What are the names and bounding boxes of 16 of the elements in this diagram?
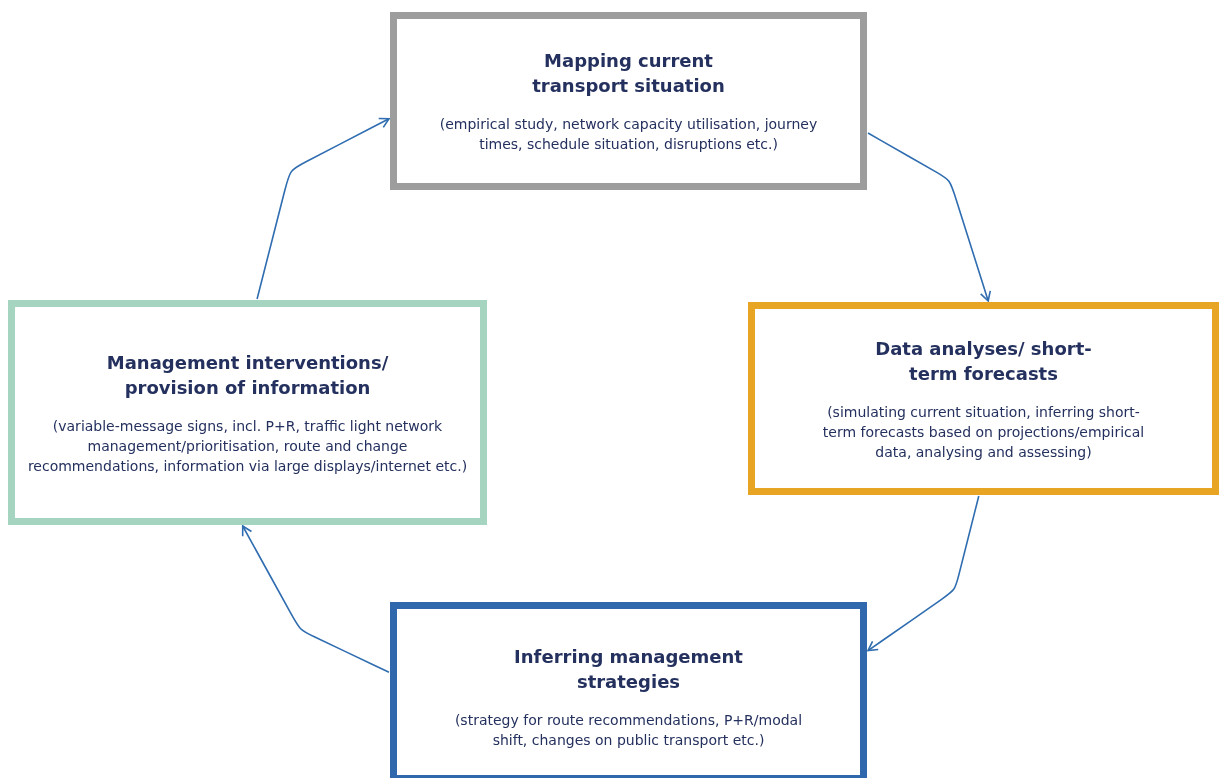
box-heading: Management interventions/ provision of information [105,350,390,400]
arrow [241,525,390,673]
process-box [390,602,867,778]
process-box [8,300,487,525]
arrow [256,117,390,300]
box-heading: Mapping current transport situation [531,49,726,98]
box-description: (strategy for route recommendations, P+R/modal shift, changes on public transport etc.) [453,711,804,750]
box-description: (empirical study, network capacity utilisation, journey times, schedule situation, disruptions etc.) [438,115,819,154]
process-box [748,302,1219,495]
box-description: (variable-message signs, incl. P+R, traffic light network management/prioritisation, route and change recommendations, information via large displays/internet etc.) [27,416,468,476]
arrow [867,132,992,302]
box-heading: Inferring management strategies [513,645,744,694]
box-heading: Data analyses/ short-term forecasts [874,336,1093,386]
process-box [390,12,867,190]
box-description: (simulating current situation, inferring short-term forecasts based on projections/empirical data, analysing and assessing) [821,402,1146,462]
arrow [867,495,980,652]
